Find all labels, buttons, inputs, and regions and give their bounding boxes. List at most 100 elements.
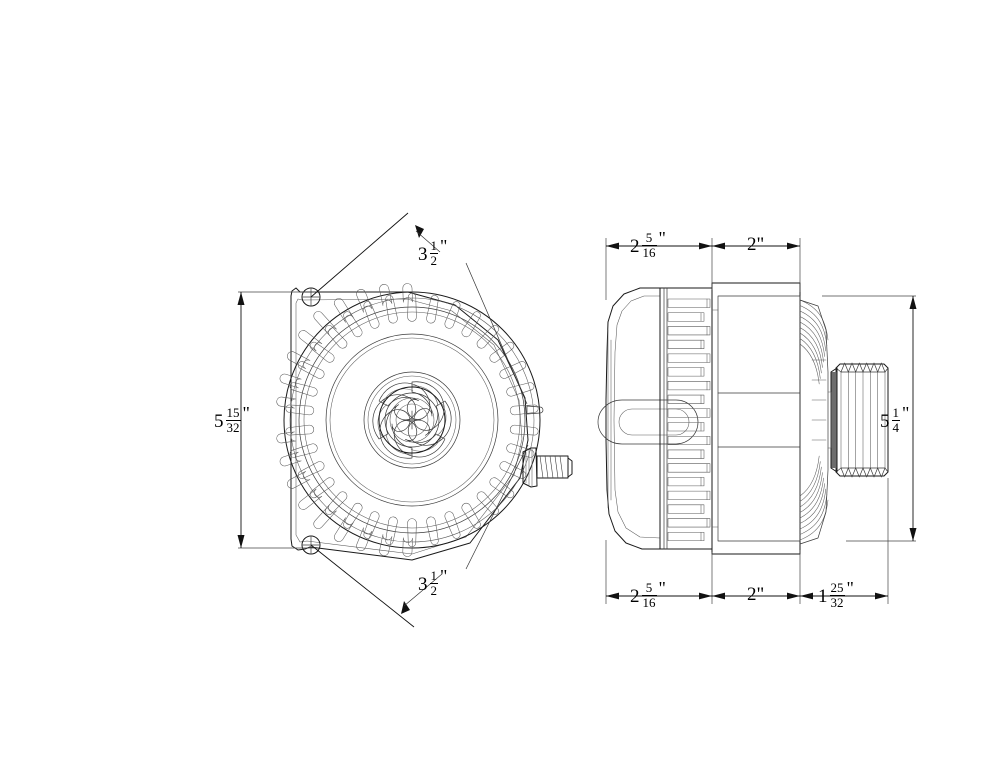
- vent-slot: [309, 341, 335, 363]
- cooling-fin: [667, 504, 705, 514]
- fan-blade: [379, 409, 413, 459]
- dimension-label-side-bottom-2: 2": [747, 585, 764, 604]
- dim-fraction: 1 2: [429, 568, 438, 598]
- finger-vent: [279, 373, 302, 389]
- cooling-fin: [667, 463, 711, 473]
- fan-blade-edge: [411, 385, 439, 407]
- finger-vent: [287, 471, 311, 489]
- dimension-label-mount-span-top: 3 1 2 ": [418, 237, 447, 269]
- cooling-fin: [667, 394, 705, 404]
- fan-profile-line: [799, 299, 829, 341]
- dimension-side-height: [822, 295, 917, 542]
- vent-slot: [297, 461, 325, 479]
- dimension-label-side-top-1: 2 5 16 ": [630, 228, 666, 261]
- dim-fraction: 25 32: [829, 581, 845, 610]
- fan-profile-line: [799, 461, 821, 502]
- dim-denominator: 16: [642, 595, 656, 611]
- finger-vent: [287, 351, 311, 369]
- dimension-front-height: [237, 291, 316, 549]
- finger-vent: [379, 534, 393, 556]
- fan-blade-edge: [385, 433, 413, 455]
- pulley-rim: [835, 367, 889, 373]
- dim-denominator: 16: [642, 245, 656, 261]
- finger-vent: [356, 289, 373, 313]
- fan-blade: [372, 394, 417, 440]
- fan-profile-line: [799, 483, 825, 524]
- fan-profile-line: [799, 327, 823, 368]
- dim-fraction: 5 16: [641, 230, 657, 261]
- dimension-label-side-height: 5 1 4 ": [880, 403, 910, 436]
- dim-whole: 2: [630, 235, 640, 257]
- cooling-fin: [667, 312, 705, 322]
- dim-numerator: 5: [645, 230, 653, 245]
- finger-vent: [298, 488, 323, 510]
- dim-numerator: 15: [226, 405, 240, 420]
- cooling-fin: [667, 518, 711, 528]
- dim-whole: 1: [818, 585, 828, 607]
- fan-assembly: [325, 333, 499, 507]
- cooling-fin: [667, 477, 705, 487]
- center-crosshair: [402, 410, 422, 430]
- dim-fraction-bar: [429, 582, 438, 584]
- fan-blade-edge: [377, 404, 388, 438]
- dim-fraction: 1 2: [429, 238, 438, 268]
- serpentine-pulley: [827, 362, 889, 478]
- cooling-fin: [667, 422, 705, 432]
- dim-numerator: 5: [645, 580, 653, 595]
- fan-blade: [407, 400, 452, 446]
- vent-slot: [476, 491, 499, 515]
- cooling-fin: [667, 449, 705, 459]
- cooling-fin: [667, 298, 711, 308]
- fan-profile-line: [799, 472, 823, 513]
- dim-unit: ": [846, 578, 854, 598]
- dimension-label-front-height: 5 15 32 ": [214, 404, 250, 436]
- fan-profile-line: [799, 310, 827, 352]
- vent-slot: [363, 511, 380, 539]
- vent-slot: [499, 461, 527, 479]
- vent-slot: [285, 404, 315, 416]
- vent-slot: [289, 382, 318, 397]
- vent-slot: [444, 301, 461, 329]
- finger-vent: [402, 283, 413, 303]
- dim-fraction: 15 32: [225, 405, 241, 435]
- finger-vent: [356, 527, 373, 551]
- fan-profile-line: [799, 332, 822, 374]
- dim-whole: 3: [418, 573, 428, 595]
- finger-vent: [279, 451, 302, 467]
- vent-slot: [285, 424, 315, 436]
- finger-vent: [379, 284, 393, 306]
- side-view-geometry: [597, 238, 917, 604]
- vent-slot: [509, 404, 539, 416]
- dim-fraction: 1 4: [891, 406, 900, 435]
- fan-blade-edge: [382, 388, 414, 404]
- dimension-mount-span-top: [310, 212, 528, 405]
- dimension-label-side-top-2: 2": [747, 235, 764, 254]
- vent-slot: [489, 341, 515, 363]
- vent-slot: [461, 502, 481, 529]
- finger-vent: [298, 330, 323, 352]
- vent-slot: [489, 477, 515, 499]
- vent-slot: [461, 311, 481, 338]
- dim-unit: ": [658, 228, 666, 248]
- dim-whole: 3: [418, 243, 428, 265]
- dim-plain-value: 2": [747, 584, 765, 605]
- dim-numerator: 1: [430, 568, 438, 583]
- dim-unit: ": [902, 403, 910, 423]
- fan-profile-line: [799, 494, 828, 535]
- finger-vent: [276, 396, 297, 409]
- vent-slot: [363, 301, 380, 329]
- front-view-geometry: [237, 212, 573, 628]
- pulley-rim: [835, 467, 889, 473]
- cooling-fin: [667, 490, 711, 500]
- vent-slot: [309, 477, 335, 499]
- fan-profile-line: [799, 488, 827, 530]
- threaded-stud: [522, 447, 573, 488]
- finger-vent: [313, 504, 337, 529]
- dim-numerator: 1: [430, 238, 438, 253]
- dim-whole: 5: [880, 410, 890, 432]
- vent-slot: [444, 511, 461, 539]
- fan-profile-line: [799, 343, 820, 385]
- fan-blade-edge: [410, 436, 442, 452]
- fan-profile-line: [799, 477, 824, 519]
